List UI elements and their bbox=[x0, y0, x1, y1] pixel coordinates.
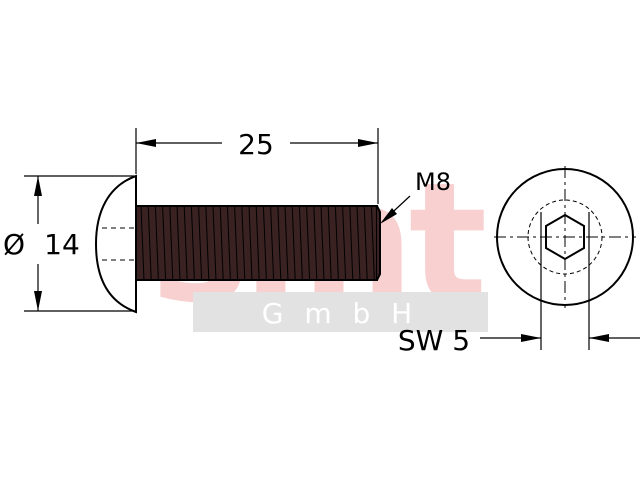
thread-label: M8 bbox=[415, 168, 451, 196]
thread-line bbox=[205, 205, 210, 281]
thread-line bbox=[313, 205, 318, 281]
thread-line bbox=[298, 205, 303, 281]
thread-line bbox=[306, 205, 311, 281]
thread-line bbox=[320, 205, 325, 281]
thread-line bbox=[183, 205, 188, 281]
thread-line bbox=[219, 205, 224, 281]
thread-line bbox=[356, 205, 361, 281]
arrow-head bbox=[589, 334, 609, 342]
length-dimension bbox=[135, 128, 379, 204]
arrow-head bbox=[136, 139, 156, 147]
arrow-head bbox=[34, 176, 42, 196]
thread-line bbox=[370, 205, 375, 281]
thread-line bbox=[162, 205, 167, 281]
thread-line bbox=[277, 205, 282, 281]
screw-end-view bbox=[494, 166, 636, 308]
wrench-size-dimension bbox=[480, 212, 640, 350]
thread-line bbox=[147, 205, 152, 281]
screw-head bbox=[94, 174, 137, 314]
thread-line bbox=[262, 205, 267, 281]
thread-line bbox=[255, 205, 260, 281]
thread-line bbox=[248, 205, 253, 281]
wrench-size-label: SW 5 bbox=[398, 324, 470, 357]
thread-pattern bbox=[140, 205, 375, 281]
length-label: 25 bbox=[238, 128, 274, 161]
thread-line bbox=[190, 205, 195, 281]
thread-callout bbox=[380, 195, 411, 224]
watermark-subtitle: G m b H bbox=[262, 297, 419, 330]
thread-line bbox=[241, 205, 246, 281]
thread-line bbox=[234, 205, 239, 281]
thread-line bbox=[291, 205, 296, 281]
diameter-label: 14 bbox=[44, 228, 80, 261]
thread-line bbox=[198, 205, 203, 281]
thread-line bbox=[212, 205, 217, 281]
screw-tip-chamfer bbox=[376, 205, 381, 281]
thread-line bbox=[334, 205, 339, 281]
thread-line bbox=[270, 205, 275, 281]
thread-line bbox=[327, 205, 332, 281]
thread-line bbox=[342, 205, 347, 281]
watermark-band bbox=[193, 292, 488, 332]
arrow-head bbox=[521, 334, 541, 342]
arrow-head bbox=[34, 291, 42, 311]
thread-line bbox=[363, 205, 368, 281]
diameter-symbol: Ø bbox=[3, 228, 25, 261]
thread-line bbox=[176, 205, 181, 281]
thread-line bbox=[169, 205, 174, 281]
diameter-dimension bbox=[24, 175, 134, 312]
thread-line bbox=[226, 205, 231, 281]
thread-line bbox=[154, 205, 159, 281]
arrow-head bbox=[358, 139, 378, 147]
screw-side-view bbox=[94, 174, 381, 314]
thread-line bbox=[140, 205, 145, 281]
thread-line bbox=[284, 205, 289, 281]
thread-line bbox=[349, 205, 354, 281]
arrow-head bbox=[380, 208, 397, 224]
